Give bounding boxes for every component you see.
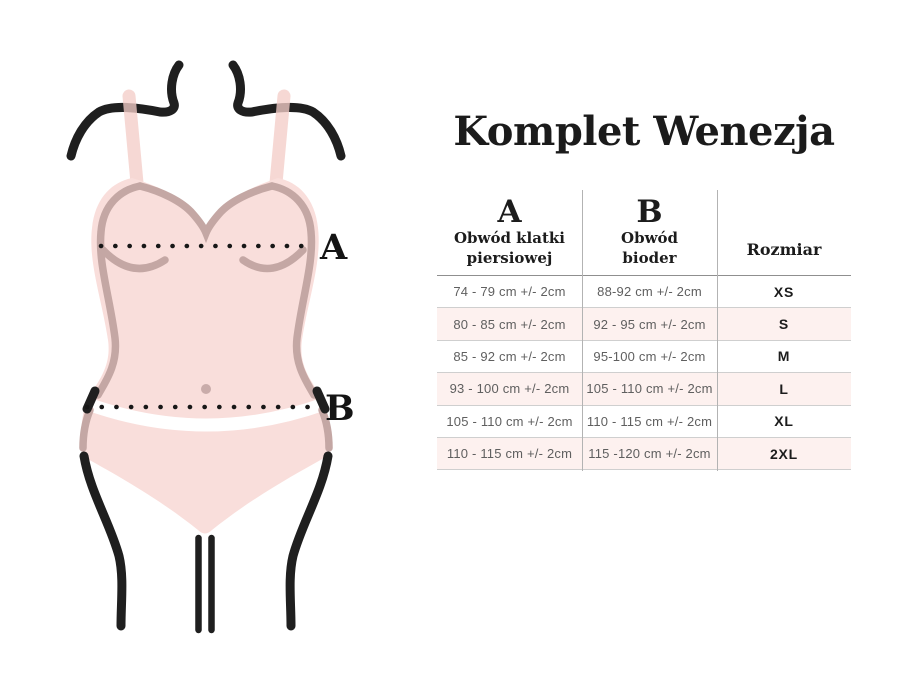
figure-right-strap [269,89,291,190]
cell-chest: 85 - 92 cm +/- 2cm [453,348,566,364]
figure-camisole-right-outline [268,182,318,399]
cell-chest: 74 - 79 cm +/- 2cm [453,284,566,300]
cell-chest: 110 - 115 cm +/- 2cm [446,446,573,462]
cell-size: S [778,316,790,333]
size-table-body: 74 - 79 cm +/- 2cm 88-92 cm +/- 2cm XS 80 -… [437,276,851,471]
table-row: 85 - 92 cm +/- 2cm 95-100 cm +/- 2cm M [437,341,851,374]
measure-label-b: B [325,388,355,429]
figure-camisole-left-outline [94,182,144,399]
header-letter-a: A [497,194,522,231]
cell-hips: 105 - 110 cm +/- 2cm [586,381,713,397]
body-figure-svg: A B [66,60,355,634]
cell-size: XS [773,283,795,300]
table-row: 93 - 100 cm +/- 2cm 105 - 110 cm +/- 2cm L [437,373,851,406]
table-row: 80 - 85 cm +/- 2cm 92 - 95 cm +/- 2cm S [437,308,851,341]
figure-left-outer-leg [79,451,127,631]
figure-illustration: A B [0,0,420,675]
cell-size: XL [774,413,794,430]
figure-neckline-outline [136,182,276,244]
cell-size: M [777,348,791,365]
header-hips-line2: bioder [622,248,677,267]
header-cell-hips: B Obwód bioder [582,190,717,275]
cell-hips: 88-92 cm +/- 2cm [597,284,702,300]
table-row: 105 - 110 cm +/- 2cm 110 - 115 cm +/- 2cm… [437,406,851,438]
figure-right-shoulder-line [228,60,346,161]
size-table-header: A Obwód klatki piersiowej B Obwód bioder… [437,190,851,276]
header-cell-chest: A Obwód klatki piersiowej [437,190,582,275]
figure-right-hip-mark [312,386,330,414]
table-row: 110 - 115 cm +/- 2cm 115 -120 cm +/- 2cm 2… [437,437,851,471]
table-row: 74 - 79 cm +/- 2cm 88-92 cm +/- 2cm XS [437,276,851,309]
header-chest-line1: Obwód klatki [453,229,565,247]
table-divider-1 [582,190,583,471]
header-size-label: Rozmiar [746,240,822,259]
figure-left-underbust-seam [99,246,169,273]
header-cell-size: Rozmiar [717,190,851,275]
figure-hem-gap [85,397,327,432]
cell-hips: 95-100 cm +/- 2cm [593,348,706,364]
page-title: Komplet Wenezja [453,108,835,155]
cell-hips: 115 -120 cm +/- 2cm [588,446,711,462]
figure-left-strap [122,89,144,190]
table-divider-2 [717,190,718,471]
cell-chest: 93 - 100 cm +/- 2cm [449,381,570,397]
header-letter-b: B [636,194,663,231]
figure-navel [201,384,211,394]
header-hips-line1: Obwód [621,229,678,247]
measure-label-a: A [319,227,348,268]
cell-hips: 110 - 115 cm +/- 2cm [586,413,713,429]
cell-hips: 92 - 95 cm +/- 2cm [593,316,706,332]
size-table: A Obwód klatki piersiowej B Obwód bioder… [437,190,851,471]
figure-right-underbust-seam [239,246,307,273]
cell-size: L [779,380,789,397]
figure-left-shoulder-line [66,60,184,161]
header-chest-line2: piersiowej [466,248,553,267]
cell-chest: 105 - 110 cm +/- 2cm [446,413,573,429]
figure-right-outer-leg [285,451,333,631]
cell-chest: 80 - 85 cm +/- 2cm [453,316,566,332]
cell-size: 2XL [769,445,799,462]
